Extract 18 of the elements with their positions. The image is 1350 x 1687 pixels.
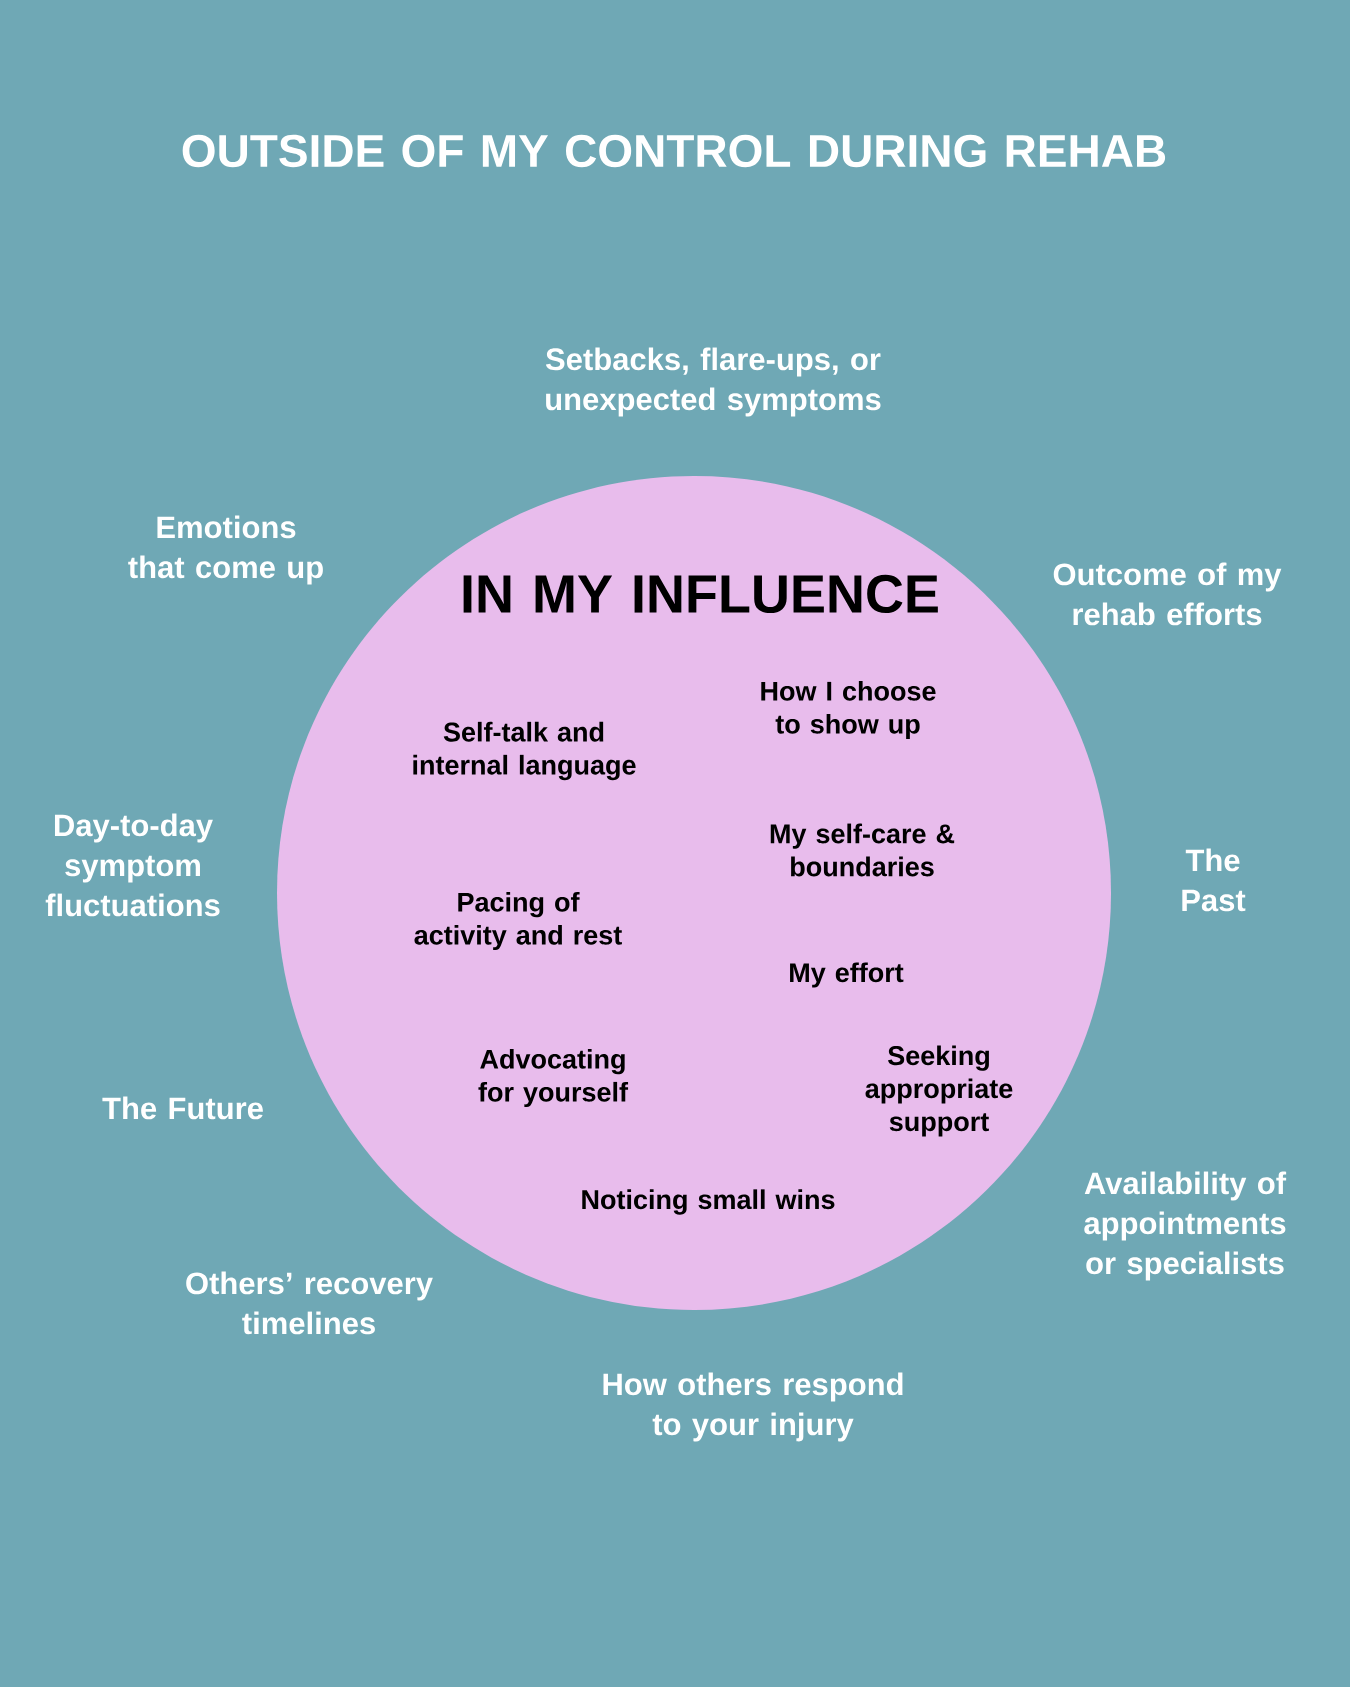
list-item: My self-care & boundaries [770, 823, 955, 877]
outside-label: How others respond to your injury [603, 1372, 903, 1442]
outside-label: Day-to-day symptom fluctuations [45, 813, 220, 917]
outside-label: Emotions that come up [128, 515, 323, 585]
list-item: Seeking appropriate support [865, 1045, 1013, 1137]
outside-label: The Past [1182, 848, 1246, 912]
outside-label: Availability of appointments or specialists [1084, 1171, 1287, 1281]
list-item: Self-talk and internal language [413, 721, 636, 781]
outside-label: Outcome of my rehab efforts [1053, 562, 1282, 626]
circle-heading: IN MY INFLUENCE [463, 574, 938, 614]
outside-label: Others’ recovery timelines [186, 1271, 433, 1335]
outside-label: Setbacks, flare-ups, or unexpected symptoms [545, 347, 881, 417]
list-item: How I choose to show up [761, 680, 936, 740]
title: OUTSIDE OF MY CONTROL DURING REHAB [182, 134, 1166, 168]
list-item: Noticing small wins [582, 1189, 835, 1215]
list-item: Pacing of activity and rest [414, 891, 622, 951]
list-item: My effort [790, 962, 904, 988]
list-item: Advocating for yourself [478, 1048, 629, 1108]
